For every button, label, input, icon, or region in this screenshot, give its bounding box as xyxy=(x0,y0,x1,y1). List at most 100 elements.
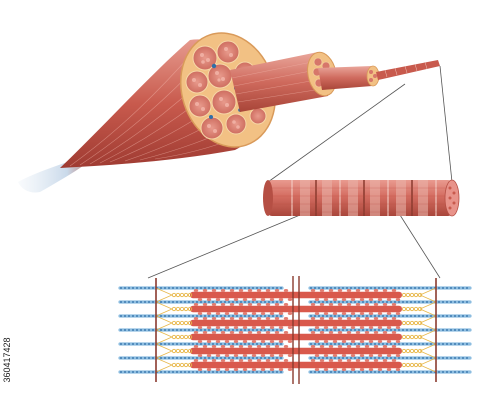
myosin-head xyxy=(265,359,271,362)
myosin-head xyxy=(197,340,203,343)
myosin-head xyxy=(206,312,212,315)
myosin-head xyxy=(251,298,257,301)
myosin-head xyxy=(233,298,239,301)
titin-coil xyxy=(175,334,181,340)
myosin-head xyxy=(355,359,361,362)
myosin-head xyxy=(265,345,271,348)
titin-link xyxy=(155,329,173,338)
myosin-head xyxy=(319,289,325,292)
myosin-head xyxy=(332,368,338,371)
myosin-head xyxy=(283,289,289,292)
myosin-head xyxy=(395,340,401,343)
myosin-head xyxy=(341,312,347,315)
myosin-head xyxy=(350,354,356,357)
myosin-head xyxy=(233,354,239,357)
titin-coil xyxy=(175,292,181,298)
titin-coil xyxy=(175,362,181,368)
myosin-head xyxy=(346,317,352,320)
myosin-head xyxy=(359,326,365,329)
myosin-head xyxy=(229,303,235,306)
myosin-head xyxy=(229,359,235,362)
myosin-head xyxy=(391,317,397,320)
myosin-head xyxy=(242,368,248,371)
myosin-head xyxy=(382,303,388,306)
myosin-head xyxy=(256,317,262,320)
titin-link xyxy=(155,357,173,366)
titin-coil xyxy=(187,320,193,326)
myosin-head xyxy=(310,359,316,362)
titin-coil xyxy=(171,306,177,312)
myosin-head xyxy=(247,345,253,348)
myosin-head xyxy=(265,317,271,320)
myosin-head xyxy=(359,354,365,357)
myosin-head xyxy=(274,303,280,306)
myosin-head xyxy=(341,368,347,371)
titin-coil xyxy=(417,306,423,312)
myosin-head xyxy=(332,354,338,357)
myosin-head xyxy=(287,340,293,343)
myosin-head xyxy=(350,298,356,301)
titin-coil xyxy=(175,348,181,354)
titin-coil xyxy=(187,348,193,354)
myosin-head xyxy=(269,312,275,315)
myosin-head xyxy=(260,312,266,315)
myosin-head xyxy=(355,289,361,292)
myosin-head xyxy=(346,289,352,292)
myosin-head xyxy=(242,298,248,301)
muscle-fiber xyxy=(318,65,380,90)
myosin-head xyxy=(215,354,221,357)
titin-coil xyxy=(409,292,415,298)
myosin-head xyxy=(202,317,208,320)
titin-coil xyxy=(179,320,185,326)
myosin-head xyxy=(242,354,248,357)
myosin-head xyxy=(395,354,401,357)
myosin-head xyxy=(251,368,257,371)
myosin-head xyxy=(373,289,379,292)
myosin-head xyxy=(377,340,383,343)
myosin-head xyxy=(382,317,388,320)
titin-coil xyxy=(401,348,407,354)
myosin-head xyxy=(220,345,226,348)
myosin-filament xyxy=(190,333,402,341)
myosin-head xyxy=(242,326,248,329)
myosin-head xyxy=(386,312,392,315)
myosin-head xyxy=(238,345,244,348)
myosin-head xyxy=(269,354,275,357)
titin-coil xyxy=(409,362,415,368)
myosin-head xyxy=(283,303,289,306)
myosin-head xyxy=(211,317,217,320)
myosin-head xyxy=(373,331,379,334)
titin-coil xyxy=(171,334,177,340)
titin-link xyxy=(419,308,437,317)
titin-coil xyxy=(413,334,419,340)
myosin-head xyxy=(229,317,235,320)
myosin-head xyxy=(202,303,208,306)
myosin-head xyxy=(206,368,212,371)
myosin-head xyxy=(220,331,226,334)
myosin-head xyxy=(355,317,361,320)
titin-coil xyxy=(187,334,193,340)
myosin-head xyxy=(377,354,383,357)
titin-coil xyxy=(179,306,185,312)
titin-coil xyxy=(405,348,411,354)
myosin-head xyxy=(256,303,262,306)
myosin-head xyxy=(274,359,280,362)
myosin-head xyxy=(233,368,239,371)
myosin-head xyxy=(359,368,365,371)
myosin-head xyxy=(247,359,253,362)
titin-coil xyxy=(183,334,189,340)
titin-coil xyxy=(179,362,185,368)
myosin-head xyxy=(323,326,329,329)
myosin-head xyxy=(251,326,257,329)
myosin-head xyxy=(332,326,338,329)
titin-coil xyxy=(409,320,415,326)
titin-coil xyxy=(175,320,181,326)
myosin-head xyxy=(206,354,212,357)
myosin-head xyxy=(373,317,379,320)
myosin-head xyxy=(287,326,293,329)
myosin-head xyxy=(193,359,199,362)
titin-coil xyxy=(183,320,189,326)
myosin-head xyxy=(341,354,347,357)
myosin-head xyxy=(211,359,217,362)
myosin-head xyxy=(233,326,239,329)
